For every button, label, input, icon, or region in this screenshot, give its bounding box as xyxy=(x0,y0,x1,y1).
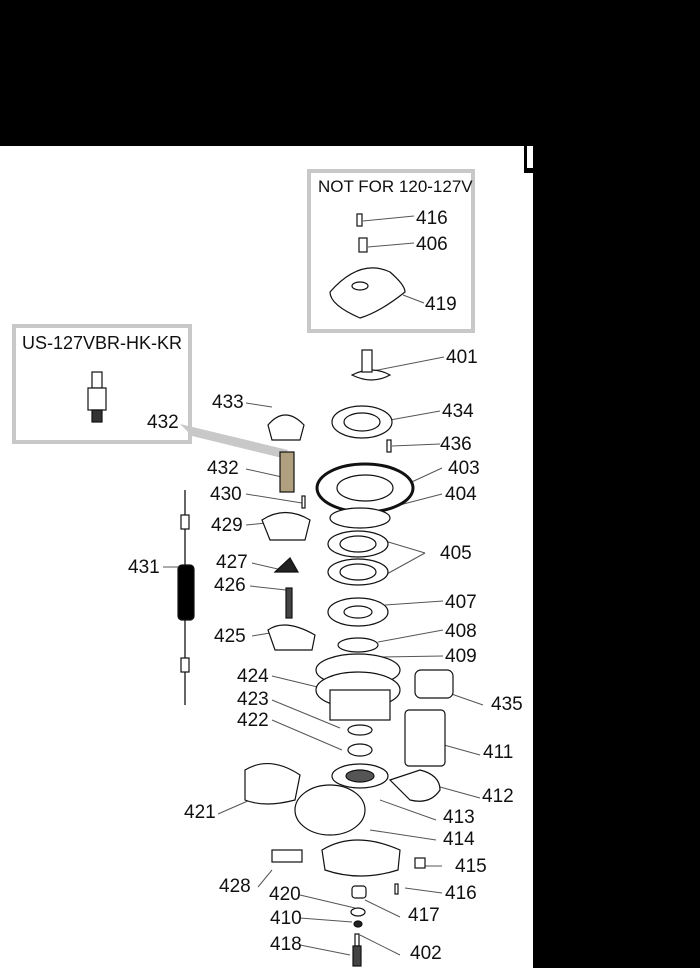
part-label-403: 403 xyxy=(448,458,480,479)
part-label-408: 408 xyxy=(445,621,477,642)
part-label-434: 434 xyxy=(442,401,474,422)
inset-not-for-120-127v xyxy=(307,169,475,333)
part-label-427: 427 xyxy=(216,552,248,573)
part-label-405: 405 xyxy=(440,543,472,564)
part-label-429: 429 xyxy=(211,515,243,536)
part-label-402: 402 xyxy=(410,943,442,964)
part-label-409: 409 xyxy=(445,646,477,667)
part-label-418: 418 xyxy=(270,934,302,955)
part-label-406: 406 xyxy=(416,234,448,255)
part-label-431: 431 xyxy=(128,557,160,578)
part-label-432: 432 xyxy=(207,458,239,479)
part-label-412: 412 xyxy=(482,786,514,807)
part-label-401: 401 xyxy=(446,347,478,368)
part-label-435: 435 xyxy=(491,694,523,715)
part-label-433: 433 xyxy=(212,392,244,413)
corner-mark-inner xyxy=(527,146,533,168)
part-label-419: 419 xyxy=(425,294,457,315)
inset-title-us-127vbr: US-127VBR-HK-KR xyxy=(22,333,183,353)
part-label-417: 417 xyxy=(408,905,440,926)
part-label-426: 426 xyxy=(214,575,246,596)
part-label-432-inset: 432 xyxy=(147,412,179,433)
part-label-421: 421 xyxy=(184,802,216,823)
inset-title-not-for: NOT FOR 120-127V xyxy=(318,177,473,196)
part-label-420: 420 xyxy=(269,884,301,905)
part-label-428: 428 xyxy=(219,876,251,897)
part-label-414: 414 xyxy=(443,829,475,850)
part-label-411: 411 xyxy=(483,742,514,763)
part-label-430: 430 xyxy=(210,484,242,505)
part-label-413: 413 xyxy=(443,807,475,828)
part-label-424: 424 xyxy=(237,666,269,687)
part-label-425: 425 xyxy=(214,626,246,647)
part-label-410: 410 xyxy=(270,908,302,929)
part-label-436: 436 xyxy=(440,434,472,455)
part-label-404: 404 xyxy=(445,484,477,505)
part-label-416-inset: 416 xyxy=(416,208,448,229)
part-label-422: 422 xyxy=(237,710,269,731)
part-label-415: 415 xyxy=(455,856,487,877)
part-label-416: 416 xyxy=(445,883,477,904)
part-label-423: 423 xyxy=(237,689,269,710)
part-label-407: 407 xyxy=(445,592,477,613)
